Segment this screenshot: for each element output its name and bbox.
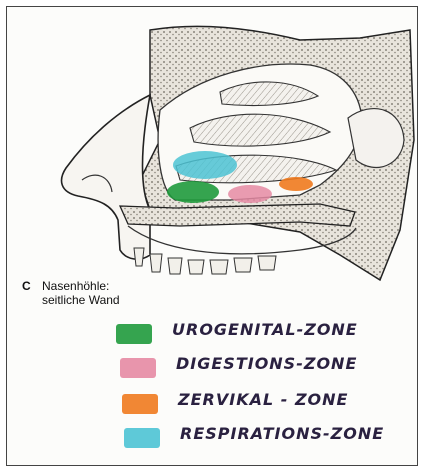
urogenital-label: UROGENITAL-ZONE	[172, 320, 358, 339]
digestion-swatch	[120, 358, 156, 378]
cervical-swatch	[122, 394, 158, 414]
respiration-swatch	[124, 428, 160, 448]
cervical-label: ZERVIKAL - ZONE	[178, 390, 348, 409]
respiration-label: RESPIRATIONS-ZONE	[180, 424, 384, 443]
urogenital-swatch	[116, 324, 152, 344]
digestion-label: DIGESTIONS-ZONE	[176, 354, 357, 373]
